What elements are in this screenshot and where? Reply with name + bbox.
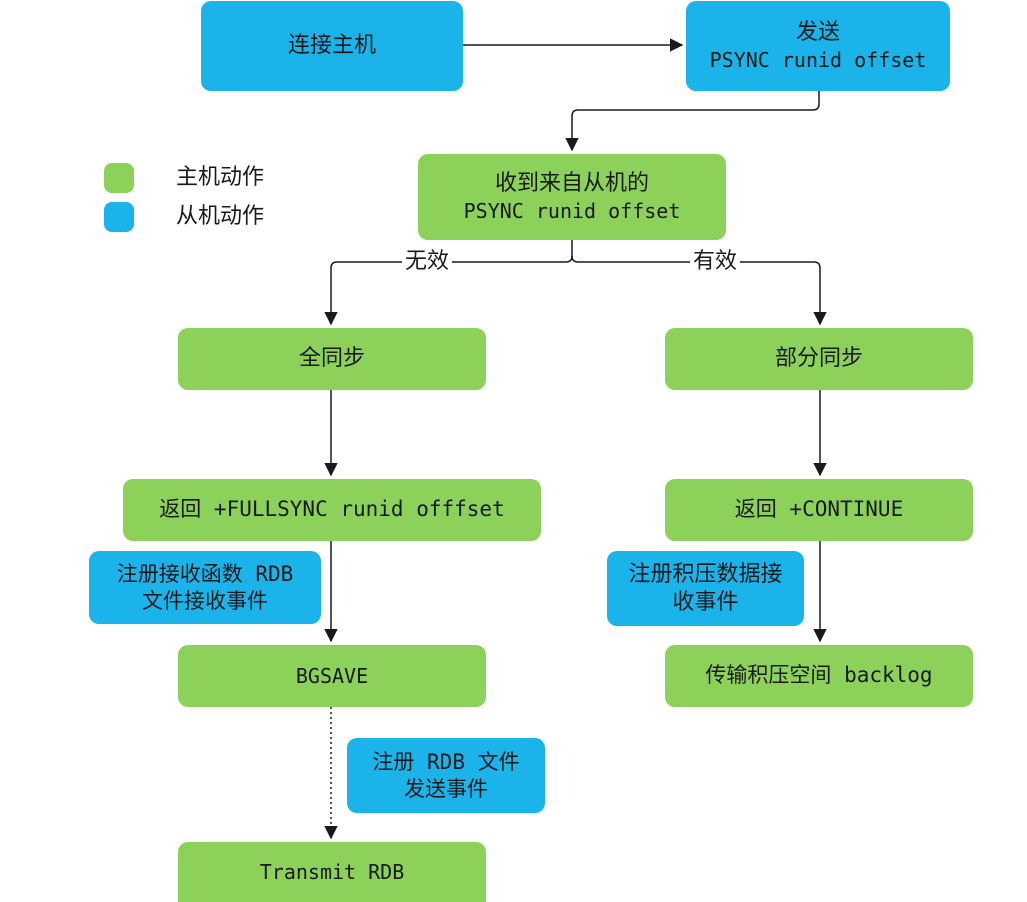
edge-label-valid: 有效	[690, 249, 741, 275]
receive-psync-node: 收到来自从机的 PSYNC runid offset	[418, 154, 726, 240]
node-text: 收事件	[672, 589, 739, 615]
node-text: BGSAVE	[295, 664, 369, 688]
node-text: 传输积压空间 backlog	[705, 663, 933, 688]
transmit-rdb-node: Transmit RDB	[178, 842, 486, 902]
transmit-backlog-node: 传输积压空间 backlog	[665, 645, 973, 707]
edge-label-invalid: 无效	[402, 249, 453, 275]
node-text: 发送事件	[404, 776, 488, 801]
node-text: PSYNC runid offset	[463, 199, 681, 224]
bgsave-node: BGSAVE	[178, 645, 486, 707]
full-sync-node: 全同步	[178, 328, 486, 390]
node-text: 全同步	[298, 345, 365, 371]
return-fullsync-node: 返回 +FULLSYNC runid offfset	[123, 479, 541, 541]
legend-slave-label: 从机动作	[176, 204, 265, 229]
edge-receive-to-partial-sync	[571, 255, 827, 326]
partial-sync-node: 部分同步	[665, 328, 973, 390]
legend-host-swatch	[104, 163, 134, 193]
register-rdb-send-node: 注册 RDB 文件 发送事件	[347, 738, 545, 813]
node-text: 发送	[795, 19, 840, 45]
node-text: 注册积压数据接	[628, 562, 783, 587]
legend-host-label: 主机动作	[176, 165, 265, 190]
node-text: 返回 +FULLSYNC runid offfset	[159, 497, 505, 522]
return-continue-node: 返回 +CONTINUE	[665, 479, 973, 541]
legend-slave-swatch	[104, 202, 134, 232]
register-backlog-receive-node: 注册积压数据接 收事件	[607, 551, 804, 626]
node-text: 收到来自从机的	[494, 170, 649, 196]
node-text: 连接主机	[287, 32, 376, 58]
connect-host-node: 连接主机	[201, 1, 463, 91]
node-text: PSYNC runid offset	[709, 48, 927, 73]
node-text: 部分同步	[774, 345, 863, 371]
node-text: 文件接收事件	[142, 588, 268, 613]
node-text: Transmit RDB	[259, 860, 405, 884]
edge-send-to-receive	[565, 91, 820, 152]
node-text: 返回 +CONTINUE	[734, 497, 904, 522]
register-rdb-receive-node: 注册接收函数 RDB 文件接收事件	[89, 551, 321, 624]
node-text: 注册接收函数 RDB	[116, 562, 294, 587]
send-psync-node: 发送 PSYNC runid offset	[686, 1, 950, 91]
node-text: 注册 RDB 文件	[372, 750, 520, 775]
